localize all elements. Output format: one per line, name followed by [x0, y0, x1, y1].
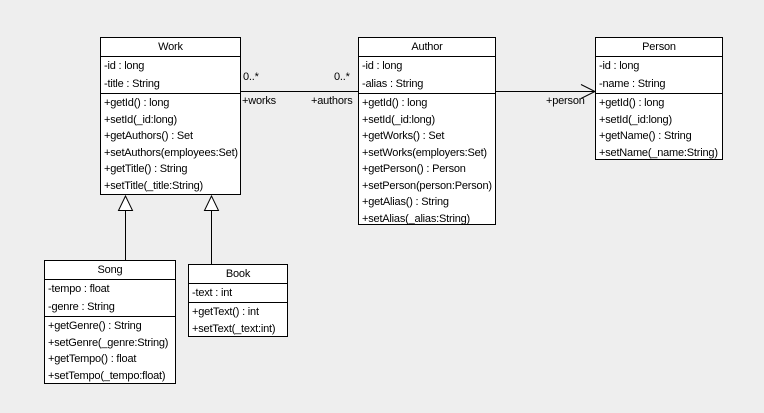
attributes-compartment: -id : long -title : String [101, 56, 240, 93]
methods-compartment: +getId() : long +setId(_id:long) +getNam… [596, 93, 722, 159]
attribute: -id : long [104, 60, 145, 72]
method: +getId() : long [104, 97, 170, 109]
attribute: -text : int [192, 287, 232, 299]
class-title: Song [97, 264, 123, 276]
method: +setId(_id:long) [362, 113, 435, 126]
method: +getTitle() : String [104, 163, 188, 175]
attributes-compartment: -id : long -name : String [596, 56, 722, 93]
multiplicity-label-author-end: 0..* [334, 71, 350, 83]
method: +setAlias(_alias:String) [362, 212, 470, 225]
method: +setText(_text:int) [192, 322, 276, 335]
role-label-works: +works [242, 95, 276, 107]
method: +getTempo() : float [48, 353, 137, 365]
class-title: Author [411, 41, 443, 53]
attribute: -genre : String [48, 300, 115, 313]
attributes-compartment: -tempo : float -genre : String [45, 279, 175, 316]
method: +setName(_name:String) [599, 146, 718, 159]
class-author[interactable]: Author -id : long -alias : String +getId… [358, 37, 496, 225]
attribute: -id : long [362, 60, 403, 72]
method: +setPerson(person:Person) [362, 179, 492, 192]
method: +getText() : int [192, 306, 259, 318]
class-title: Work [158, 41, 183, 53]
class-work[interactable]: Work -id : long -title : String +getId()… [100, 37, 241, 195]
generalization-triangle-icon [203, 194, 220, 211]
method: +getPerson() : Person [362, 163, 466, 175]
method: +getWorks() : Set [362, 130, 445, 142]
class-book[interactable]: Book -text : int +getText() : int +setTe… [188, 264, 288, 337]
methods-compartment: +getGenre() : String +setGenre(_genre:St… [45, 316, 175, 383]
attribute: -name : String [599, 77, 666, 90]
method: +getAlias() : String [362, 196, 449, 208]
method: +getName() : String [599, 130, 692, 142]
methods-compartment: +getText() : int +setText(_text:int) [189, 302, 287, 336]
attribute: -title : String [104, 77, 160, 90]
method: +setId(_id:long) [104, 113, 177, 126]
method: +setTempo(_tempo:float) [48, 369, 166, 382]
attribute: -alias : String [362, 77, 424, 90]
method: +setTitle(_title:String) [104, 179, 204, 192]
class-title: Book [225, 268, 251, 280]
methods-compartment: +getId() : long +setId(_id:long) +getWor… [359, 93, 495, 224]
method: +getId() : long [362, 97, 428, 109]
role-label-person: +person [546, 95, 585, 107]
generalization-triangle-icon [117, 194, 134, 211]
multiplicity-label-work-end: 0..* [243, 71, 259, 83]
method: +setGenre(_genre:String) [48, 336, 169, 349]
class-song[interactable]: Song -tempo : float -genre : String +get… [44, 260, 176, 384]
method: +setId(_id:long) [599, 113, 672, 126]
class-title: Person [642, 41, 676, 53]
method: +setAuthors(employees:Set) [104, 146, 238, 159]
method: +getAuthors() : Set [104, 130, 193, 142]
role-label-authors: +authors [311, 95, 353, 107]
attributes-compartment: -id : long -alias : String [359, 56, 495, 93]
methods-compartment: +getId() : long +setId(_id:long) +getAut… [101, 93, 240, 194]
class-person[interactable]: Person -id : long -name : String +getId(… [595, 37, 723, 160]
method: +getId() : long [599, 97, 665, 109]
attribute: -id : long [599, 60, 640, 72]
attributes-compartment: -text : int [189, 283, 287, 302]
method: +getGenre() : String [48, 320, 142, 332]
method: +setWorks(employers:Set) [362, 146, 487, 159]
attribute: -tempo : float [48, 283, 110, 295]
